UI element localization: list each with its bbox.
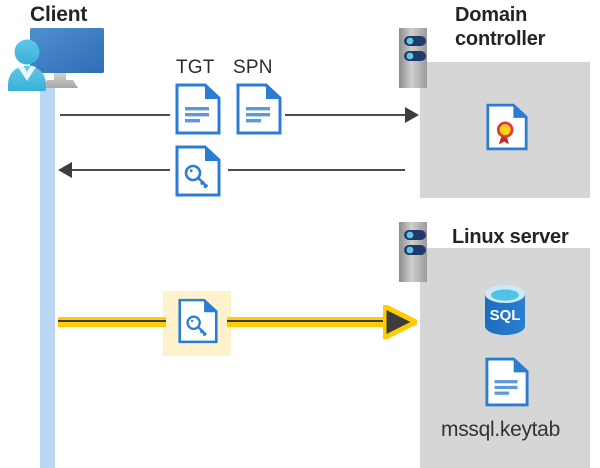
request-flow-line-right [285,114,405,116]
keytab-file-label: mssql.keytab [441,418,560,441]
client-lifeline [40,82,55,468]
spn-label: SPN [233,57,273,78]
certificate-document-icon [486,103,528,156]
response-flow-arrowhead [58,162,72,178]
service-ticket-flow-arrowhead [381,301,422,344]
document-icon [236,83,282,140]
service-ticket-flow-line-left [58,317,166,327]
response-flow-line-left [72,169,170,171]
key-document-icon [178,297,218,350]
client-workstation-icon [5,26,123,103]
request-flow-line-left [60,114,170,116]
service-ticket-flow-line-right [227,317,387,327]
domain-controller-title: Domain controller [455,4,546,51]
key-document-icon [175,145,221,202]
server-rack-icon [399,28,435,88]
sql-database-icon: SQL [483,284,527,341]
document-icon [175,83,221,140]
document-icon [485,357,529,412]
server-rack-icon [399,222,435,282]
response-flow-line-right [228,169,405,171]
request-flow-arrowhead [405,107,419,123]
sql-badge-text: SQL [490,307,521,324]
linux-server-title: Linux server [452,226,569,248]
tgt-label: TGT [176,57,215,78]
client-title: Client [30,3,88,26]
